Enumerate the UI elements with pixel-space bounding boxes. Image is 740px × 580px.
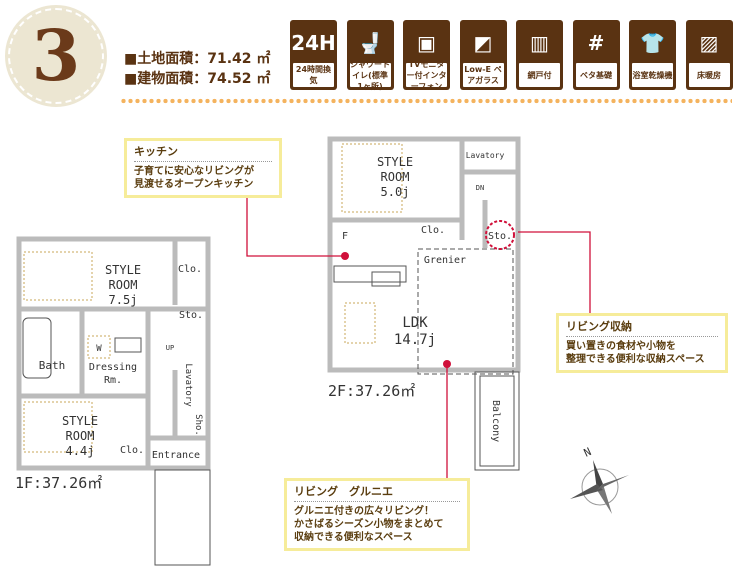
shower-toilet-icon: 🚽 (357, 31, 383, 55)
room-label: Entrance (152, 450, 200, 461)
building-area: ■建物面積：74.52 ㎡ (124, 71, 271, 87)
room-label: Balcony (490, 400, 501, 442)
feature-label: ベタ基礎 (575, 63, 617, 87)
feature-label: シャワートイレ(標準1ヶ所) (349, 59, 391, 91)
feature-low-e-glass-icon: ◩ Low-E ペアガラス (459, 20, 507, 90)
feature-label: TVモニター付インターフォン (406, 59, 447, 91)
stairs-up-label: UP (166, 344, 174, 352)
room-label: Rm. (104, 375, 122, 386)
tv-monitor-intercom-icon: ▣ (417, 31, 436, 55)
floor2-area: 2F:37.26㎡ (328, 382, 416, 400)
floor-heating-icon: ▨ (699, 31, 719, 55)
room-label: LDK (402, 315, 428, 331)
floor2-labels: STYLE ROOM 5.0j Lavatory DN Sto. Clo. F … (342, 151, 512, 442)
room-label: STYLE (105, 263, 141, 277)
callout-grenier: リビング グルニエ グルニエ付きの広々リビング！ かさばるシーズン小物をまとめて… (284, 478, 470, 551)
room-label: ROOM (66, 429, 95, 443)
room-label: W (96, 344, 102, 354)
room-label: ROOM (381, 170, 410, 184)
room-label: Clo. (421, 225, 445, 236)
plan-number-badge: 3 (5, 5, 107, 107)
room-label: Bath (39, 359, 66, 372)
compass-icon: N (570, 445, 629, 514)
floor2-walls (327, 136, 521, 373)
room-label: 7.5j (109, 293, 138, 307)
room-label: Sto. (488, 231, 512, 242)
bathroom-dryer-icon: 👕 (640, 31, 665, 55)
floor1-labels: STYLE ROOM 7.5j Clo. Sto. Bath W Dressin… (39, 263, 203, 461)
room-label: Sto. (179, 310, 203, 321)
room-label: ROOM (109, 278, 138, 292)
feature-mat-foundation-icon: # ベタ基礎 (572, 20, 620, 90)
screen-door-icon: ▥ (530, 31, 549, 55)
feature-bathroom-dryer-icon: 👕 浴室乾燥機 (629, 20, 676, 90)
feature-24h-ventilation-icon: 24H 24時間換気 (290, 20, 337, 90)
feature-tv-monitor-intercom-icon: ▣ TVモニター付インターフォン (403, 20, 450, 91)
feature-screen-door-icon: ▥ 網戸付 (516, 20, 563, 90)
low-e-glass-icon: ◩ (473, 31, 493, 55)
feature-label: Low-E ペアガラス (462, 63, 504, 87)
svg-text:N: N (582, 445, 593, 460)
callout-living-storage: リビング収納 買い置きの食材や小物を 整理できる便利な収納スペース (556, 313, 728, 373)
grenier-marker (443, 360, 451, 368)
room-label: Grenier (424, 255, 466, 266)
room-label: Lavatory (183, 363, 193, 407)
room-label: 4.4j (66, 444, 95, 458)
feature-label: 網戸付 (519, 63, 560, 87)
room-label: STYLE (377, 155, 413, 169)
floor1-walls (16, 236, 211, 471)
room-label: 14.7j (394, 332, 436, 348)
callout-kitchen: キッチン 子育てに安心なリビングが 見渡せるオープンキッチン (124, 138, 282, 198)
room-label: Clo. (120, 445, 144, 456)
feature-label: 24時間換気 (293, 63, 334, 87)
room-label: Sho. (193, 414, 203, 436)
callout-leaders (246, 197, 591, 478)
feature-label: 床暖房 (688, 63, 730, 87)
land-area: ■土地面積：71.42 ㎡ (124, 51, 271, 67)
kitchen-marker (341, 252, 349, 260)
storage-highlight (485, 220, 515, 250)
feature-floor-heating-icon: ▨ 床暖房 (685, 20, 733, 90)
room-label: F (342, 231, 348, 242)
feature-shower-toilet-icon: 🚽 シャワートイレ(標準1ヶ所) (346, 20, 394, 91)
room-label: Lavatory (466, 151, 505, 160)
feature-label: 浴室乾燥機 (632, 63, 673, 87)
room-label: Dressing (89, 362, 137, 373)
room-label: 5.0j (381, 185, 410, 199)
floor1-area: 1F:37.26㎡ (15, 474, 103, 492)
24h-ventilation-icon: 24H (291, 31, 336, 55)
mat-foundation-icon: # (587, 31, 605, 55)
stairs-down-label: DN (476, 184, 484, 192)
dotted-divider (120, 98, 732, 104)
room-label: Clo. (178, 264, 202, 275)
room-label: STYLE (62, 414, 98, 428)
